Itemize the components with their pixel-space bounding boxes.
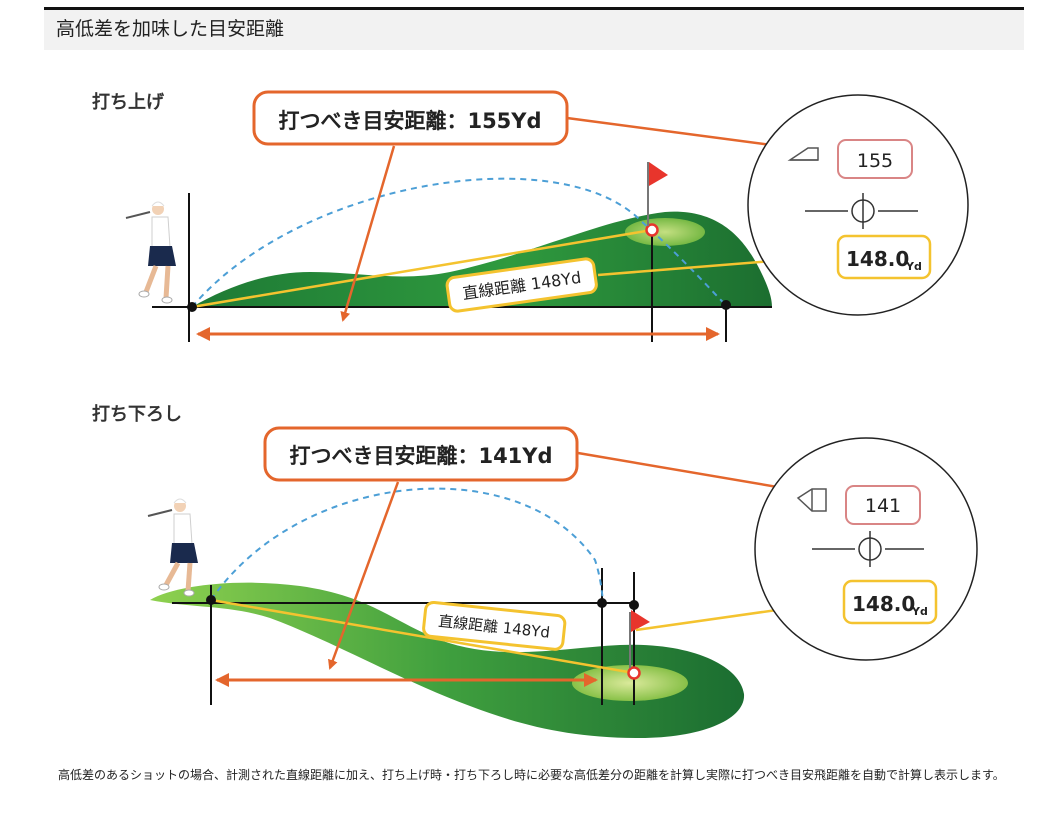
- flag-icon: [647, 162, 668, 226]
- downhill-slope-icon: [796, 488, 827, 512]
- downhill-fairway: [150, 582, 745, 738]
- uphill-label: 打ち上げ: [92, 91, 165, 113]
- uphill-callout: [252, 90, 569, 146]
- downhill-straight-line: [210, 598, 635, 675]
- downhill-rangefinder-view: 141 148.0 Yd: [754, 437, 978, 661]
- section-header: 高低差を加味した目安距離: [44, 10, 1024, 50]
- downhill-label: 打ち下ろし: [92, 403, 182, 425]
- uphill-straight-line: [191, 228, 653, 309]
- uphill-slope-icon: [787, 147, 819, 161]
- crosshair-icon: [805, 193, 918, 229]
- uphill-trajectory: [191, 177, 727, 308]
- uphill-display-unit: Yd: [905, 260, 922, 273]
- crosshair-icon: [812, 531, 924, 567]
- downhill-display-unit: Yd: [911, 605, 928, 618]
- section-title: 高低差を加味した目安距離: [56, 18, 285, 40]
- downhill-callout-text: 打つべき目安距離：141Yd: [289, 444, 552, 468]
- uphill-callout-text: 打つべき目安距離：155Yd: [278, 109, 541, 133]
- downhill-panel: 打ち下ろし: [92, 403, 978, 738]
- uphill-display-top: 155: [857, 150, 893, 172]
- downhill-display-bottom: 148.0: [852, 592, 915, 616]
- downhill-callout: [263, 426, 579, 482]
- description-text: 高低差のあるショットの場合、計測された直線距離に加え、打ち上げ時・打ち下ろし時に…: [58, 768, 1005, 782]
- header-top-rule: [44, 7, 1024, 10]
- uphill-display-bottom: 148.0: [846, 247, 909, 271]
- golfer-icon: [147, 498, 198, 597]
- flag-icon: [629, 610, 650, 668]
- uphill-panel: 打ち上げ: [92, 90, 969, 342]
- uphill-rangefinder-view: 155 148.0 Yd: [747, 94, 969, 316]
- downhill-display-top: 141: [865, 495, 901, 517]
- golfer-icon: [125, 201, 176, 304]
